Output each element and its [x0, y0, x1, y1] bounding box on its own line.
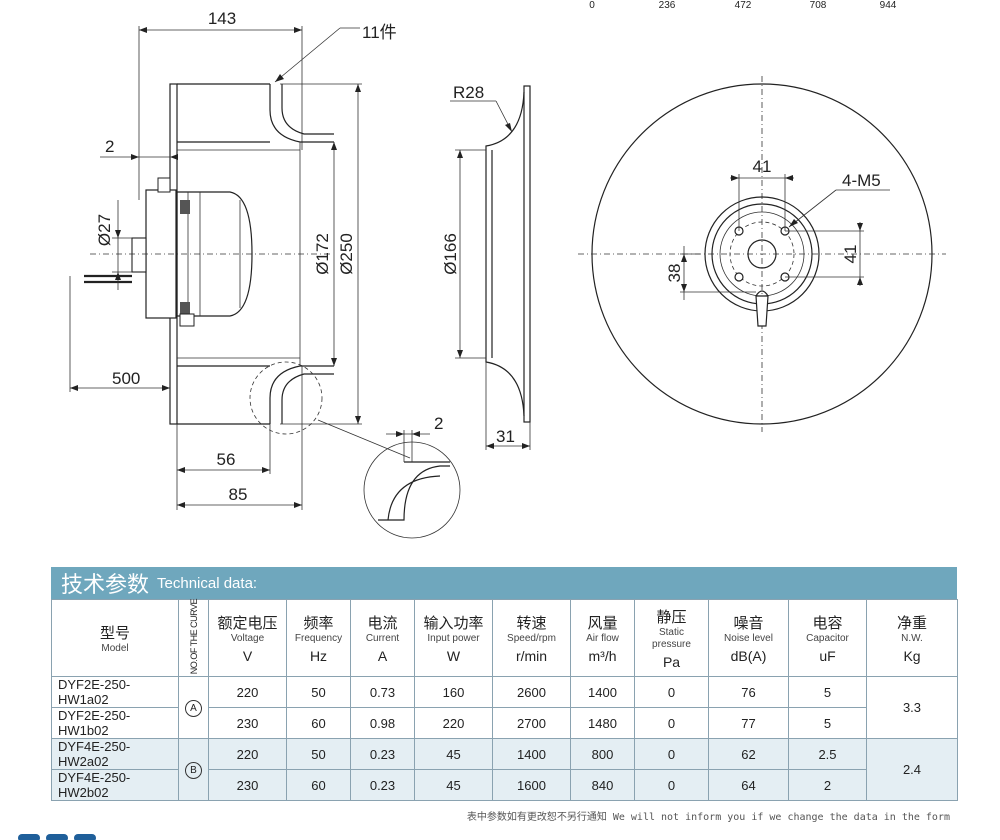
cell-capacitor: 5: [788, 676, 867, 708]
cell-voltage: 230: [208, 769, 287, 801]
cell-capacitor: 2: [788, 769, 867, 801]
cell-current: 0.23: [350, 738, 415, 770]
axis-label-4: 944: [880, 0, 897, 11]
axis-label-1: 236: [659, 0, 676, 11]
cell-current: 0.23: [350, 769, 415, 801]
table-row: DYF2E-250-HW1b02 230 60 0.98 220 2700 14…: [51, 707, 958, 739]
dim-dia-172: Ø172: [313, 233, 332, 275]
dim-41-horizontal: 41: [753, 157, 772, 176]
table-row: DYF4E-250-HW2b02 230 60 0.23 45 1600 840…: [51, 769, 958, 801]
axis-label-2: 472: [735, 0, 752, 11]
cell-voltage: 220: [208, 676, 287, 708]
technical-drawing: 0 236 472 708 944 143 11件: [69, 0, 946, 539]
cell-noise: 64: [708, 769, 789, 801]
blade-count-label: 11件: [362, 23, 397, 42]
cell-input-power: 220: [414, 707, 493, 739]
cell-capacitor: 5: [788, 707, 867, 739]
dim-r28: R28: [453, 83, 484, 102]
cell-frequency: 60: [286, 707, 351, 739]
cell-weight: 2.4: [866, 738, 958, 801]
cell-curve: B: [178, 738, 209, 801]
header-curve: NO.OF THE CURVE: [178, 599, 209, 677]
dim-dia-27: Ø27: [95, 214, 114, 246]
cell-input-power: 45: [414, 738, 493, 770]
cell-static-pressure: 0: [634, 676, 709, 708]
cell-air-flow: 800: [570, 738, 635, 770]
cell-noise: 77: [708, 707, 789, 739]
dim-56: 56: [217, 450, 236, 469]
cell-frequency: 50: [286, 676, 351, 708]
technical-data-title-cn: 技术参数: [61, 572, 150, 597]
table-row: DYF4E-250-HW2a02 B 220 50 0.23 45 1400 8…: [51, 738, 958, 801]
cell-input-power: 160: [414, 676, 493, 708]
cell-speed: 2700: [492, 707, 571, 739]
cell-air-flow: 840: [570, 769, 635, 801]
cell-input-power: 45: [414, 769, 493, 801]
cell-speed: 1400: [492, 738, 571, 770]
cell-frequency: 60: [286, 769, 351, 801]
cell-speed: 2600: [492, 676, 571, 708]
cell-capacitor: 2.5: [788, 738, 867, 770]
dim-500-cable: 500: [112, 369, 140, 388]
footnote: 表中参数如有更改恕不另行通知 We will not inform you if…: [466, 812, 950, 823]
cell-noise: 76: [708, 676, 789, 708]
axis-label-3: 708: [810, 0, 827, 11]
table-row: DYF2E-250-HW1a02 A 220 50 0.73 160 2600 …: [51, 676, 958, 739]
cell-air-flow: 1400: [570, 676, 635, 708]
dim-31: 31: [496, 427, 515, 446]
cell-model: DYF4E-250-HW2a02: [51, 738, 179, 770]
front-view: 41 4-M5 41 38: [578, 76, 946, 432]
cell-current: 0.98: [350, 707, 415, 739]
dim-dia-166: Ø166: [441, 233, 460, 275]
cell-model: DYF4E-250-HW2b02: [51, 769, 179, 801]
cell-model: DYF2E-250-HW1b02: [51, 707, 179, 739]
cell-model: DYF2E-250-HW1a02: [51, 676, 179, 708]
cell-voltage: 230: [208, 707, 287, 739]
holes-label-4-m5: 4-M5: [842, 171, 881, 190]
cell-air-flow: 1480: [570, 707, 635, 739]
cropped-chart-axis: 0 236 472 708 944: [589, 0, 897, 11]
cell-voltage: 220: [208, 738, 287, 770]
cell-static-pressure: 0: [634, 769, 709, 801]
cell-curve: A: [178, 676, 209, 739]
cell-weight: 3.3: [866, 676, 958, 739]
cell-noise: 62: [708, 738, 789, 770]
cell-frequency: 50: [286, 738, 351, 770]
cell-speed: 1600: [492, 769, 571, 801]
cell-static-pressure: 0: [634, 738, 709, 770]
dim-dia-250: Ø250: [337, 233, 356, 275]
dim-143: 143: [208, 9, 236, 28]
dim-85: 85: [229, 485, 248, 504]
cell-static-pressure: 0: [634, 707, 709, 739]
side-view: 143 11件: [69, 9, 461, 539]
dim-41-vertical: 41: [841, 245, 860, 264]
technical-data-title-en: Technical data:: [157, 574, 258, 592]
section-view: R28 Ø166 31: [441, 83, 531, 450]
axis-label-0: 0: [589, 0, 595, 11]
dim-2-detail: 2: [434, 414, 443, 433]
dim-38: 38: [665, 264, 684, 283]
dim-2-gap: 2: [105, 137, 114, 156]
cell-current: 0.73: [350, 676, 415, 708]
technical-data-header: 技术参数 Technical data:: [51, 567, 957, 599]
